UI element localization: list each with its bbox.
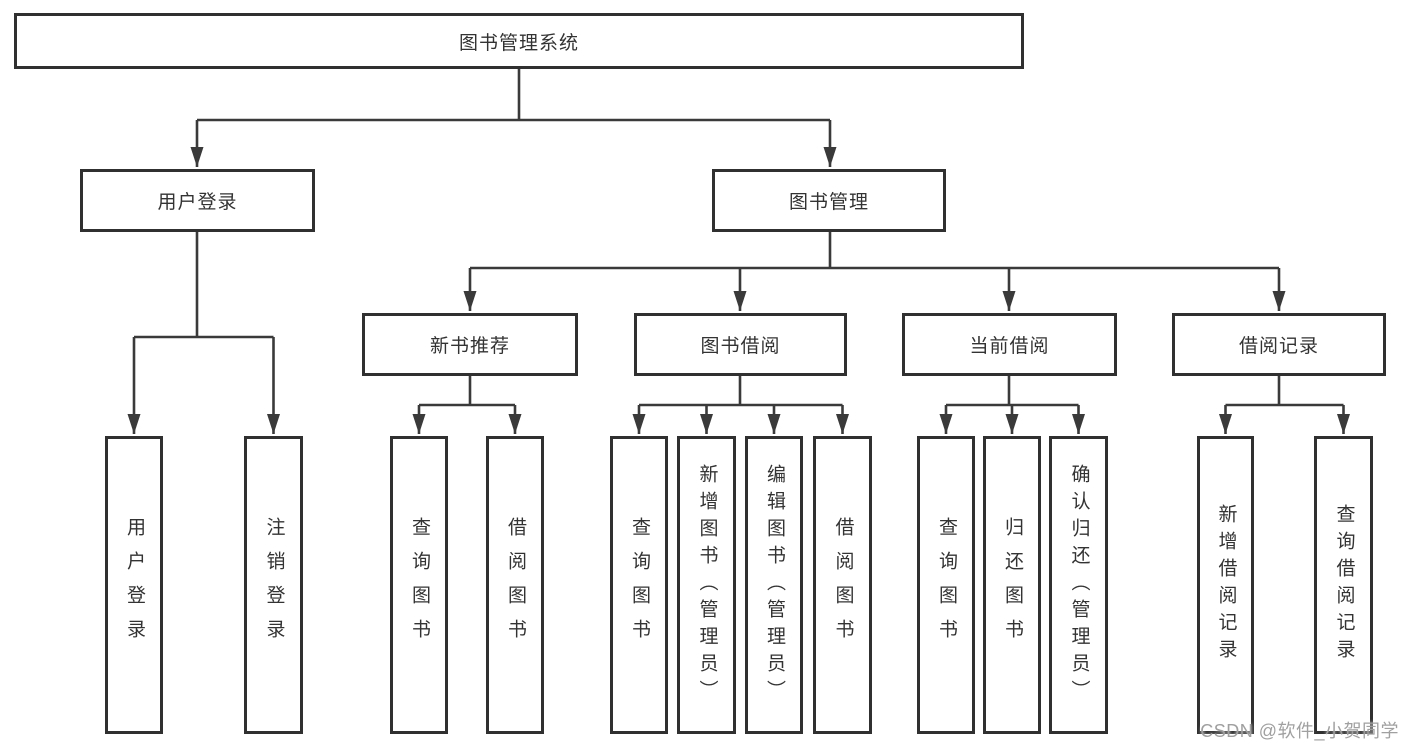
leaf-query-borrow-record: 查询借阅记录 [1314,436,1373,734]
node-borrow-records: 借阅记录 [1172,313,1386,376]
leaf-confirm-return-admin: 确认归还（管理员） [1049,436,1108,734]
node-current-borrow: 当前借阅 [902,313,1117,376]
node-book-borrow: 图书借阅 [634,313,847,376]
leaf-user-login: 用户登录 [105,436,163,734]
leaf-borrow-books-recommend: 借阅图书 [486,436,544,734]
node-root: 图书管理系统 [14,13,1024,69]
leaf-logout: 注销登录 [244,436,303,734]
leaf-add-book-admin: 新增图书（管理员） [677,436,736,734]
leaf-query-books-recommend: 查询图书 [390,436,448,734]
node-book-management: 图书管理 [712,169,946,232]
leaf-query-books-current: 查询图书 [917,436,975,734]
watermark-text: CSDN @软件_小贺同学 [1200,721,1399,741]
leaf-add-borrow-record: 新增借阅记录 [1197,436,1254,734]
leaf-query-books-borrow: 查询图书 [610,436,668,734]
node-user-login: 用户登录 [80,169,315,232]
leaf-return-books: 归还图书 [983,436,1041,734]
leaf-borrow-books: 借阅图书 [813,436,872,734]
leaf-edit-book-admin: 编辑图书（管理员） [745,436,803,734]
node-new-book-recommend: 新书推荐 [362,313,578,376]
